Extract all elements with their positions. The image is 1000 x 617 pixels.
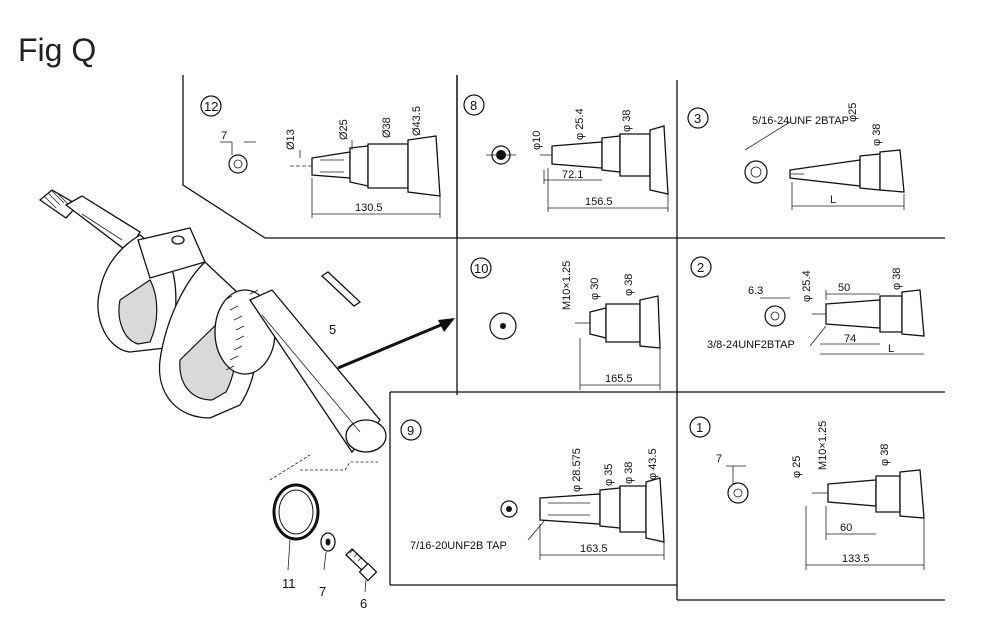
dim-1-key: 7 — [716, 453, 722, 465]
dim-12-d13: Ø13 — [285, 129, 297, 150]
dim-2-len1: 50 — [838, 282, 850, 294]
panel-frames — [182, 75, 945, 601]
dim-9-d35: φ 35 — [603, 464, 615, 486]
washer-part: 7 — [319, 532, 336, 599]
part-label-6: 6 — [360, 596, 367, 611]
part-label-5: 5 — [329, 322, 336, 337]
dim-2-len3: L — [888, 343, 894, 355]
figure-title: Fig Q — [18, 32, 97, 68]
dim-1-d38: φ 38 — [879, 444, 891, 466]
dim-9-d38: φ 38 — [623, 462, 635, 484]
dim-12-key: 7 — [221, 130, 227, 142]
panel-number-8: 8 — [470, 98, 477, 113]
pointer-arrow — [337, 318, 455, 370]
dim-9-tap: 7/16-20UNF2B TAP — [410, 540, 507, 552]
panel-number-2: 2 — [697, 260, 704, 275]
dim-2-d38: φ 38 — [891, 268, 903, 290]
dim-3-d38: φ 38 — [871, 124, 883, 146]
dim-10-thread: M10×1.25 — [561, 261, 573, 310]
panel-8: 8 φ10 φ 25.4 φ 38 72.1 156.5 — [463, 94, 669, 212]
part-label-11: 11 — [282, 576, 296, 591]
dim-1-thread: M10×1.25 — [817, 421, 829, 470]
panel-number-3: 3 — [694, 111, 701, 126]
dim-10-length: 165.5 — [605, 373, 633, 385]
panel-2: 2 6.3 50 φ 25.4 φ 38 74 L 3/8-24UNF2BTAP — [690, 256, 925, 355]
dim-1-len1: 60 — [840, 522, 852, 534]
panel-10: 10 M10×1.25 φ 30 φ 38 165.5 — [470, 257, 661, 390]
dim-8-d38: φ 38 — [621, 110, 633, 132]
bolt-part: 6 — [345, 548, 378, 611]
dim-1-d25: φ 25 — [791, 456, 803, 478]
dim-2-d254: φ 25.4 — [801, 270, 813, 302]
dim-12-d435: Ø43.5 — [411, 106, 423, 136]
dim-2-tap: 3/8-24UNF2BTAP — [707, 339, 795, 351]
dim-12-d38: Ø38 — [381, 117, 393, 138]
panel-number-9: 9 — [407, 423, 414, 438]
dim-10-d38: φ 38 — [623, 274, 635, 296]
dim-8-len1: 72.1 — [562, 169, 583, 181]
panel-9: 9 φ 28.575 φ 35 φ 38 φ 43.5 163.5 7/16-2… — [400, 419, 665, 560]
panel-12: 12 7 Ø13 Ø25 Ø38 Ø43.5 130.5 — [200, 95, 441, 218]
dim-2-key: 6.3 — [748, 285, 763, 297]
dim-12-length: 130.5 — [355, 202, 383, 214]
panel-3: 3 5/16-24UNF 2BTAP φ25 φ 38 L — [687, 103, 905, 210]
dim-3-tap: 5/16-24UNF 2BTAP — [752, 115, 849, 127]
dim-2-len2: 74 — [844, 333, 856, 345]
dim-9-d28575: φ 28.575 — [571, 448, 583, 492]
panel-number-12: 12 — [204, 99, 218, 114]
dim-8-d10: φ10 — [531, 131, 543, 150]
dim-8-d254: φ 25.4 — [574, 108, 586, 140]
dim-10-d30: φ 30 — [589, 278, 601, 300]
dim-1-len2: 133.5 — [842, 553, 870, 565]
key-part: 5 — [320, 271, 362, 337]
panel-1: 1 7 φ 25 M10×1.25 φ 38 60 133.5 — [689, 416, 925, 570]
dim-3-length: L — [830, 194, 836, 206]
dim-8-len2: 156.5 — [585, 196, 613, 208]
dim-12-d25: Ø25 — [338, 119, 350, 140]
part-label-7: 7 — [319, 584, 326, 599]
oring-part: 11 — [272, 483, 320, 591]
dim-3-d25: φ25 — [847, 103, 859, 122]
panel-number-10: 10 — [474, 261, 488, 276]
dim-9-length: 163.5 — [580, 543, 608, 555]
panel-number-1: 1 — [696, 420, 703, 435]
crankshaft-assembly — [38, 189, 387, 481]
dim-9-d435: φ 43.5 — [647, 448, 659, 480]
